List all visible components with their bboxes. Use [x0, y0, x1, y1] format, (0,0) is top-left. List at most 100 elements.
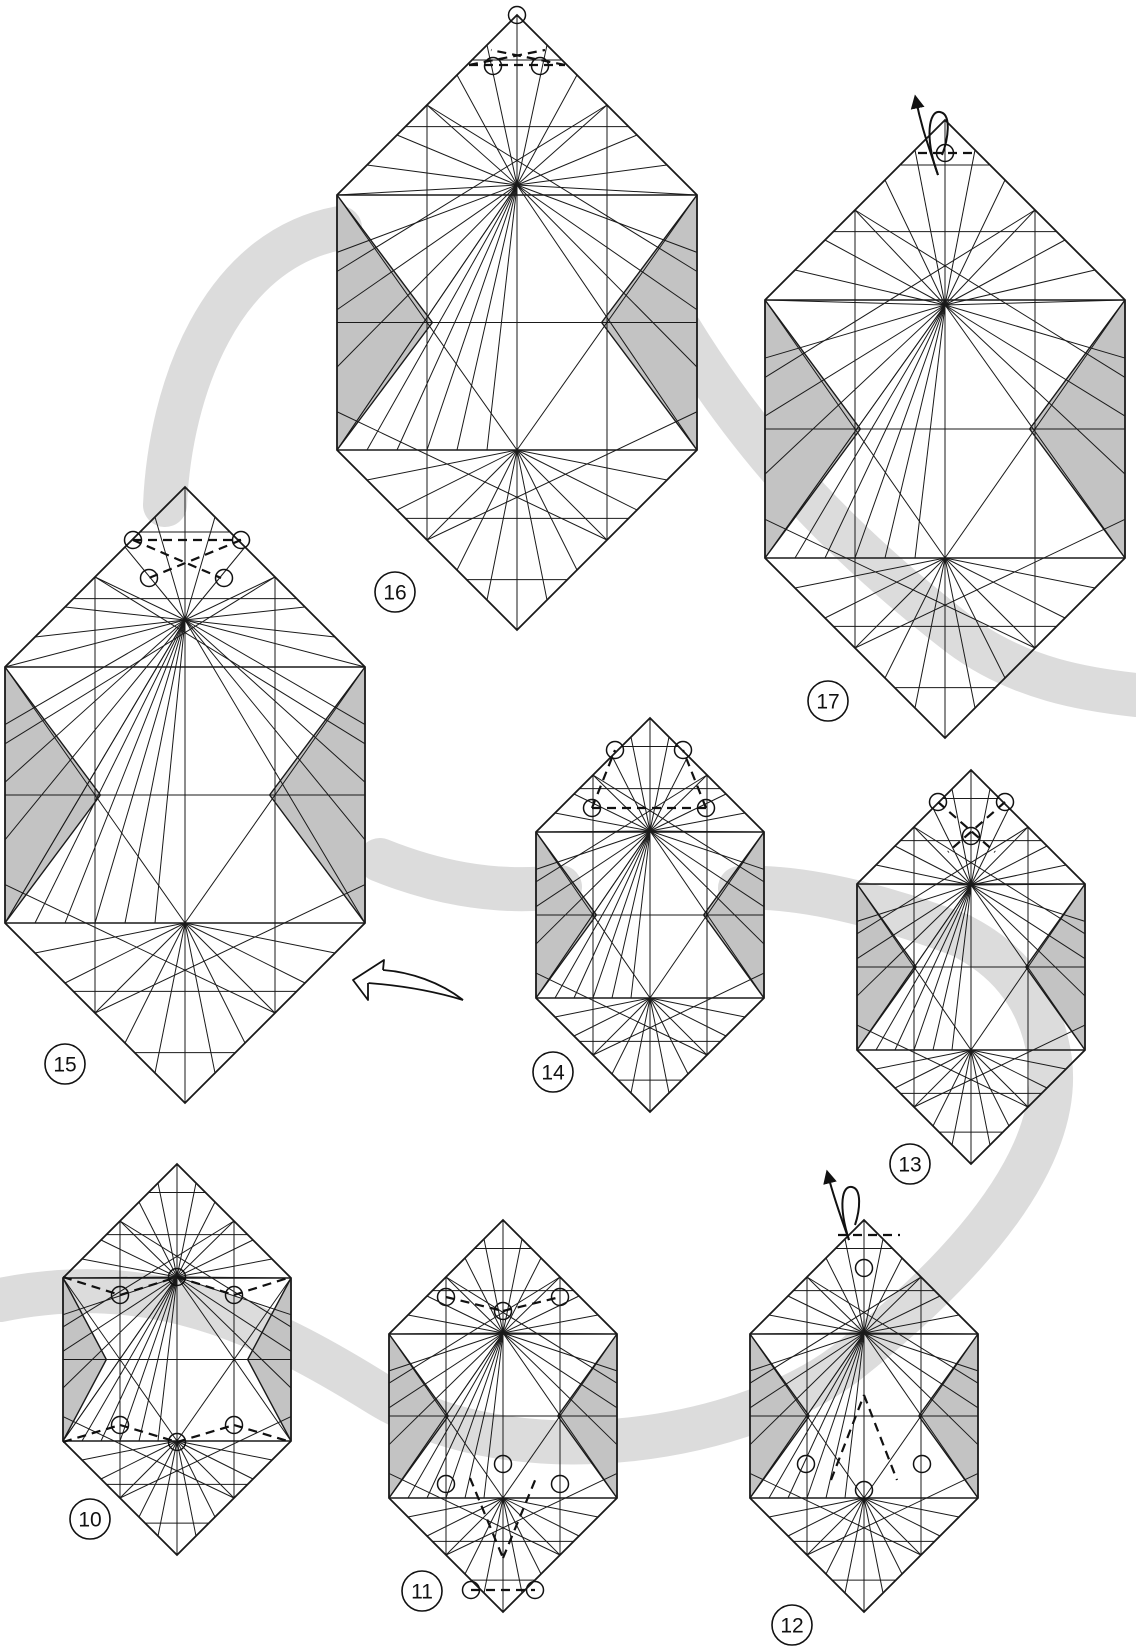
crease-line: [5, 577, 275, 744]
step-number: 15: [53, 1054, 76, 1077]
crease-line: [517, 450, 577, 570]
model-16: [337, 15, 697, 630]
crease-line: [517, 450, 607, 540]
crease-line: [120, 1221, 177, 1277]
crease-line: [446, 1498, 503, 1555]
crease-line: [650, 998, 669, 1093]
crease-line: [517, 450, 547, 600]
valley-fold-line: [470, 1478, 503, 1558]
crease-line: [555, 998, 650, 1017]
crease-line: [367, 165, 517, 185]
crease-line: [120, 1441, 177, 1498]
crease-line: [95, 885, 365, 1013]
crease-line: [35, 923, 185, 953]
crease-line: [825, 240, 945, 305]
valley-fold-line: [149, 540, 241, 578]
crease-line: [457, 185, 517, 450]
crease-line: [650, 998, 745, 1017]
crease-line: [807, 1498, 864, 1555]
crease-line: [517, 165, 667, 185]
crease-line: [769, 1498, 864, 1517]
valley-fold-line: [592, 750, 615, 808]
crease-line: [971, 1050, 1028, 1107]
crease-line: [593, 775, 764, 882]
crease-line: [885, 180, 945, 305]
crease-line: [517, 450, 667, 480]
crease-line: [574, 998, 650, 1036]
crease-line: [185, 923, 245, 1043]
crease-line: [650, 998, 726, 1036]
flow-band-segment: [380, 860, 560, 889]
crease-line: [612, 998, 650, 1074]
crease-line: [826, 1498, 864, 1574]
crease-line: [155, 620, 185, 923]
crease-line: [536, 775, 707, 882]
crease-line: [63, 1417, 234, 1498]
crease-line: [65, 607, 185, 620]
crease-line: [446, 1277, 617, 1383]
crease-line: [933, 1050, 971, 1126]
crease-line: [427, 105, 517, 185]
crease-line: [503, 1277, 560, 1333]
crease-line: [971, 846, 1047, 885]
crease-line: [158, 1183, 177, 1277]
crease-line: [517, 105, 607, 185]
crease-line: [5, 885, 275, 1013]
crease-line: [125, 923, 185, 1043]
crease-line: [95, 923, 185, 1013]
crease-line: [895, 1050, 971, 1088]
crease-line: [487, 450, 517, 600]
crease-line: [788, 1498, 864, 1536]
crease-line: [915, 305, 945, 558]
crease-line: [139, 1202, 177, 1277]
marks-15: [125, 532, 250, 587]
crease-line: [177, 1441, 253, 1479]
crease-line: [765, 519, 1035, 648]
reference-point: [914, 1456, 931, 1473]
valley-fold-line: [503, 1478, 536, 1558]
crease-line: [185, 923, 215, 1073]
step-16: 16: [337, 7, 697, 631]
model-10: [63, 1164, 291, 1555]
crease-line: [914, 1050, 971, 1107]
crease-line: [446, 1277, 503, 1333]
crease-line: [650, 998, 707, 1055]
crease-line: [120, 1417, 291, 1498]
crease-line: [503, 1498, 522, 1593]
model-15: [5, 487, 365, 1103]
step-15: 15: [5, 487, 365, 1103]
crease-line: [177, 1441, 215, 1517]
marks-14: [584, 742, 715, 817]
step-17: 17: [765, 100, 1125, 738]
crease-line: [95, 620, 185, 923]
crease-line: [177, 1240, 253, 1277]
step-number: 11: [411, 1581, 433, 1604]
crease-line: [650, 794, 726, 831]
crease-line: [177, 1259, 272, 1277]
step-number: 16: [383, 582, 406, 605]
valley-fold-line: [864, 1395, 897, 1480]
crease-line: [101, 1441, 177, 1479]
crease-line: [427, 185, 517, 450]
valley-fold-line: [831, 1395, 864, 1480]
crease-line: [855, 305, 945, 558]
crease-line: [427, 412, 697, 540]
crease-line: [185, 923, 305, 983]
crease-line: [185, 620, 335, 637]
crease-line: [408, 1315, 503, 1333]
step-number: 13: [898, 1154, 921, 1177]
crease-line: [177, 1221, 234, 1277]
step-number: 10: [78, 1509, 101, 1532]
crease-line: [807, 1277, 864, 1333]
crease-line: [185, 547, 245, 620]
crease-line: [864, 1498, 940, 1536]
crease-line: [503, 1498, 560, 1555]
step-number: 17: [816, 691, 839, 714]
crease-line: [457, 450, 517, 570]
crease-line: [503, 1498, 579, 1536]
crease-line: [971, 865, 1066, 885]
crease-line: [177, 1441, 196, 1536]
crease-line: [185, 923, 275, 1013]
crease-line: [945, 180, 1005, 305]
